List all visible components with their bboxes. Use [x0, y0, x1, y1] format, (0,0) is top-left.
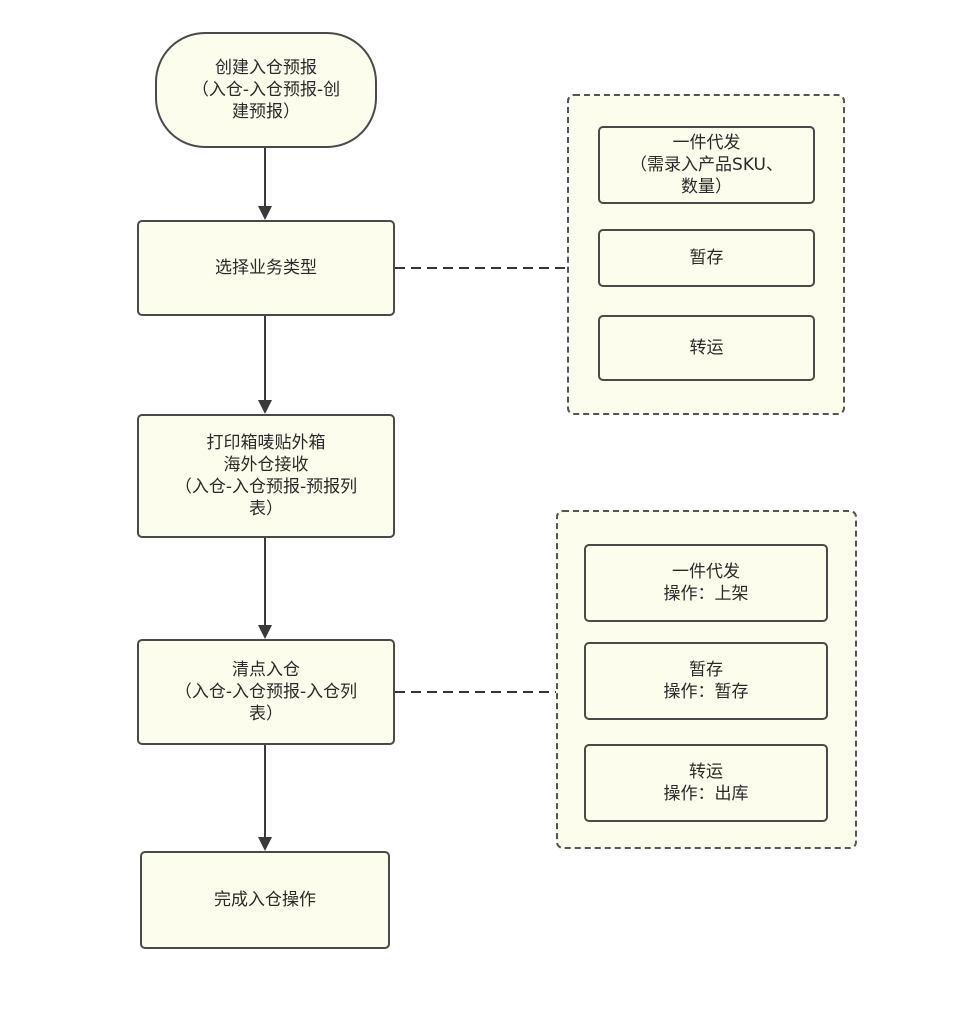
dropshipping-line-1: 一件代发: [672, 133, 741, 153]
op-transship-line-1: 转运: [689, 762, 723, 782]
count-node-line-3: 表）: [249, 704, 283, 724]
op-transship-line-2: 操作：出库: [663, 784, 749, 804]
op-dropshipping-line-1: 一件代发: [672, 562, 740, 582]
select-business-type-label: 选择业务类型: [215, 258, 317, 278]
transshipment-label: 转运: [689, 338, 724, 358]
dropshipping-line-2: （需录入产品SKU、: [630, 155, 783, 175]
start-node-line-1: 创建入仓预报: [215, 58, 317, 78]
business-type-dropshipping: 一件代发 （需录入产品SKU、 数量）: [598, 126, 815, 204]
print-label-receive-node: 打印箱唛贴外箱 海外仓接收 （入仓-入仓预报-预报列 表）: [137, 414, 395, 538]
op-dropshipping-line-2: 操作：上架: [663, 584, 749, 604]
temporary-storage-label: 暂存: [689, 248, 724, 268]
op-storage-line-1: 暂存: [689, 660, 723, 680]
complete-warehousing-node: 完成入仓操作: [140, 851, 390, 949]
count-warehousing-node: 清点入仓 （入仓-入仓预报-入仓列 表）: [137, 639, 395, 745]
print-node-line-1: 打印箱唛贴外箱: [206, 433, 326, 453]
dropshipping-line-3: 数量）: [681, 177, 732, 197]
print-node-line-4: 表）: [249, 499, 283, 519]
print-node-line-2: 海外仓接收: [223, 455, 309, 475]
count-node-line-1: 清点入仓: [232, 660, 300, 680]
start-node-line-2: （入仓-入仓预报-创: [191, 80, 341, 100]
op-storage-line-2: 操作：暂存: [663, 682, 749, 702]
operation-transshipment-outbound: 转运 操作：出库: [584, 744, 828, 822]
select-business-type-node: 选择业务类型: [137, 220, 395, 316]
business-type-transshipment: 转运: [598, 315, 815, 381]
operation-dropshipping-shelving: 一件代发 操作：上架: [584, 544, 828, 622]
print-node-line-3: （入仓-入仓预报-预报列: [174, 477, 358, 497]
start-node-create-forecast: 创建入仓预报 （入仓-入仓预报-创 建预报）: [155, 32, 377, 148]
complete-node-label: 完成入仓操作: [214, 890, 316, 910]
business-type-temporary-storage: 暂存: [598, 229, 815, 287]
start-node-line-3: 建预报）: [232, 102, 300, 122]
count-node-line-2: （入仓-入仓预报-入仓列: [174, 682, 358, 702]
operation-temporary-storage: 暂存 操作：暂存: [584, 642, 828, 720]
